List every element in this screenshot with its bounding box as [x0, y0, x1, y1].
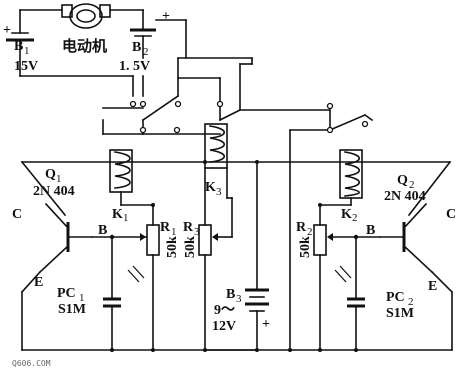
pc1-type: S1M [58, 302, 86, 317]
k3-subscript: 3 [216, 186, 222, 198]
relay-contacts [102, 57, 374, 351]
b3-plus-label: + [262, 317, 270, 332]
b2-label: B [132, 40, 141, 55]
pc2-subscript: 2 [408, 296, 414, 308]
q1-emitter-label: E [34, 275, 43, 290]
k2-label: K [341, 207, 352, 222]
potentiometer-r3: R 3 50k [183, 167, 233, 351]
watermark: Q606.COM [12, 359, 51, 368]
pc2-label: PC [386, 290, 405, 305]
q1-type: 2N 404 [33, 184, 75, 199]
motor-icon [61, 3, 111, 29]
junction-dots [109, 160, 359, 352]
transistor-q1: Q 1 2N 404 C B E [12, 167, 107, 290]
transistor-q2: Q 2 2N 404 C B E [366, 173, 456, 294]
b1-voltage: 15V [14, 59, 38, 74]
photocell-pc1: PC 1 S1M [57, 236, 145, 351]
q2-collector-label: C [446, 207, 456, 222]
relay-coil-k1: K 1 [109, 149, 133, 224]
photocell-pc2: PC 2 S1M [334, 236, 414, 351]
pc1-label: PC [57, 286, 76, 301]
pc2-type: S1M [386, 306, 414, 321]
r1-value: 50k [165, 236, 180, 258]
k1-label: K [112, 207, 123, 222]
q2-subscript: 2 [409, 179, 415, 191]
r1-label: R [160, 220, 171, 235]
q1-base-label: B [98, 223, 107, 238]
b1-subscript: 1 [24, 45, 30, 57]
r1-subscript: 1 [171, 226, 177, 238]
b3-voltage-range: 9～ [214, 303, 235, 318]
b3-label: B [226, 287, 235, 302]
r3-label: R [183, 220, 194, 235]
q1-collector-label: C [12, 207, 22, 222]
motor-label: 电动机 [62, 37, 107, 55]
q2-type: 2N 404 [384, 189, 426, 204]
r3-subscript: 3 [194, 226, 200, 238]
b3-subscript: 3 [236, 293, 242, 305]
relay-coil-k3: K 3 [204, 123, 228, 198]
k2-subscript: 2 [352, 212, 358, 224]
q1-subscript: 1 [56, 173, 62, 185]
r3-value: 50k [183, 236, 198, 258]
potentiometer-r1: R 1 50k [140, 204, 180, 351]
r2-label: R [296, 220, 307, 235]
k3-label: K [205, 180, 216, 195]
pc1-subscript: 1 [79, 292, 85, 304]
q2-base-label: B [366, 223, 375, 238]
q2-label: Q [397, 173, 408, 188]
b1-plus-label: + [3, 23, 11, 38]
k1-subscript: 1 [123, 212, 129, 224]
r2-value: 50k [298, 236, 313, 258]
b3-voltage-max: 12V [212, 319, 236, 334]
r2-subscript: 2 [307, 226, 313, 238]
battery-b3: B 3 9～ 12V + [212, 161, 270, 351]
b1-label: B [14, 39, 23, 54]
q1-label: Q [45, 167, 56, 182]
motor-circuit: + B 1 15V 电动机 B 2 1. 5V + [3, 3, 187, 77]
q2-emitter-label: E [428, 279, 437, 294]
b2-subscript: 2 [143, 46, 149, 58]
b2-plus-label: + [162, 9, 170, 24]
potentiometer-r2: R 2 50k [296, 204, 333, 351]
relay-coil-k2: K 2 [339, 149, 363, 224]
b2-voltage: 1. 5V [119, 59, 150, 74]
